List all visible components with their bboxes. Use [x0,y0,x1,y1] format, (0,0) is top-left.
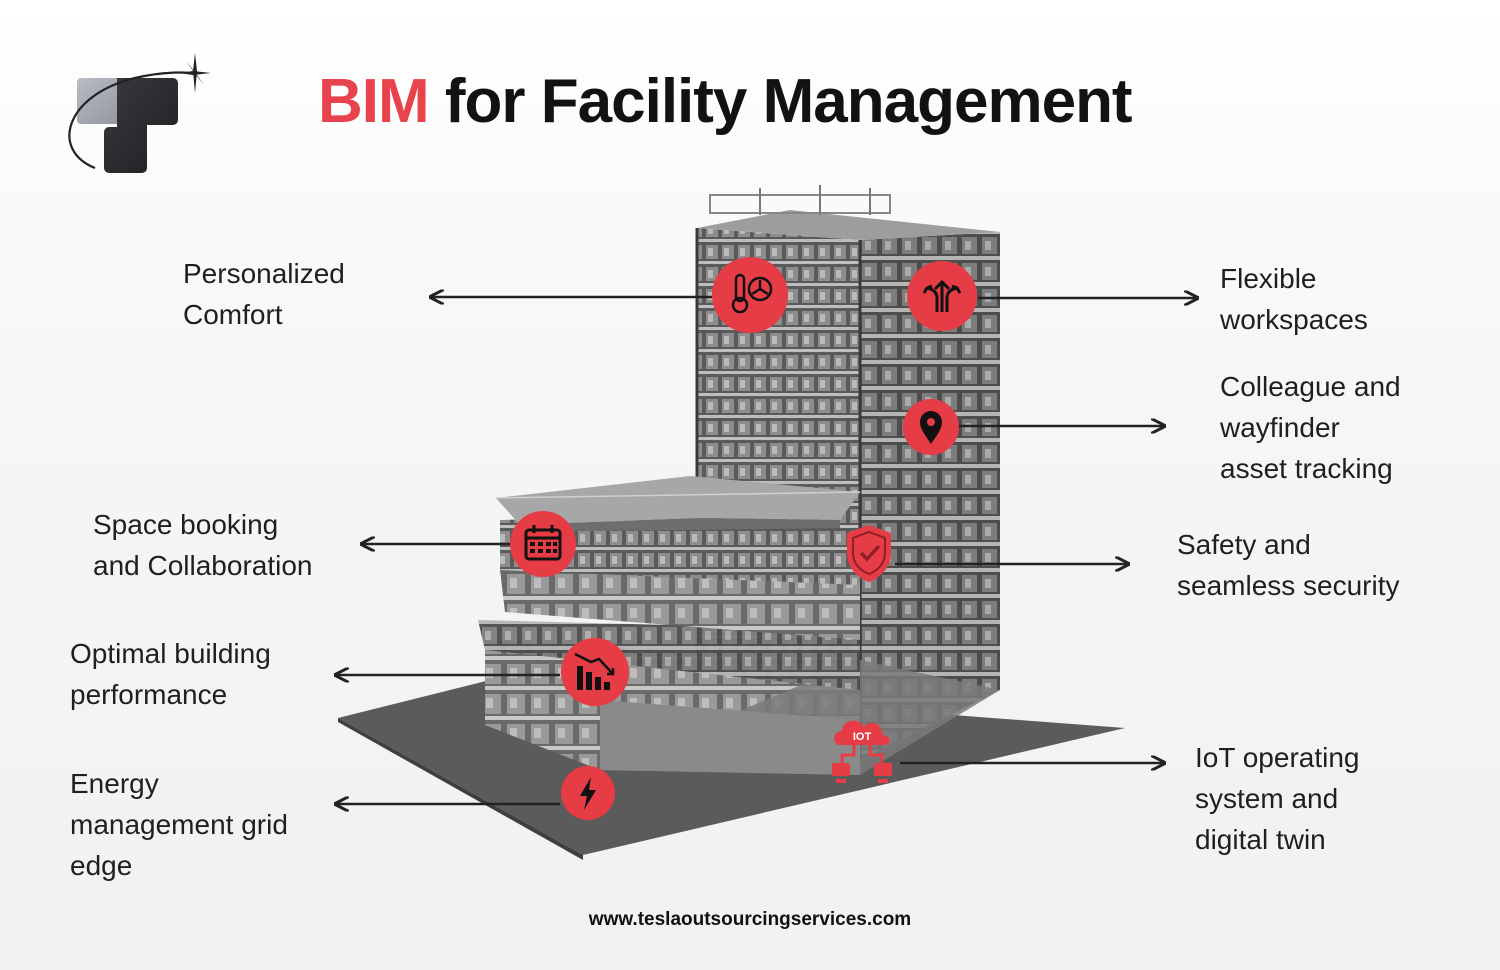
label-safety-security: Safety and seamless security [1177,524,1400,606]
label-iot-twin: IoT operating system and digital twin [1195,737,1360,860]
label-line: IoT operating [1195,742,1360,773]
label-line: performance [70,679,228,710]
label-line: Personalized [183,258,345,289]
company-logo [68,53,211,173]
label-line: digital twin [1195,824,1326,855]
shield-check-icon [847,525,891,582]
label-building-performance: Optimal building performance [70,633,271,715]
title-rest: for Facility Management [428,67,1133,136]
label-line: Space booking [93,509,279,540]
label-line: and Collaboration [93,550,313,581]
title-accent: BIM [318,67,430,136]
label-flexible-workspaces: Flexible workspaces [1220,258,1368,340]
label-line: Energy [70,768,159,799]
website-url: www.teslaoutsourcingservices.com [588,909,912,930]
bar-chart-down-icon [561,638,629,706]
label-line: Comfort [183,299,283,330]
label-line: Flexible [1220,263,1317,294]
label-line: management grid [70,809,288,840]
label-line: Safety and [1177,529,1311,560]
lightning-icon [561,766,615,820]
label-line: system and [1195,783,1339,814]
label-line: wayfinder [1220,412,1340,443]
label-energy-management: Energy management grid edge [70,763,288,886]
label-line: asset tracking [1220,453,1393,484]
label-line: workspaces [1220,304,1368,335]
iot-badge: IOT [853,731,872,743]
iot-cloud-icon: IOT [832,720,892,783]
label-line: edge [70,850,133,881]
label-line: Optimal building [70,638,271,669]
label-line: seamless security [1177,570,1400,601]
label-personalized-comfort: Personalized Comfort [183,253,345,335]
thermometer-fan-icon [712,257,788,333]
label-colleague-wayfinder: Colleague and wayfinder asset tracking [1220,366,1401,489]
split-arrows-icon [907,261,977,331]
label-space-booking: Space booking and Collaboration [93,504,313,586]
calendar-icon [510,511,576,577]
label-line: Colleague and [1220,371,1401,402]
page-title: BIM for Facility Management [318,66,1218,146]
location-pin-icon [903,399,959,455]
